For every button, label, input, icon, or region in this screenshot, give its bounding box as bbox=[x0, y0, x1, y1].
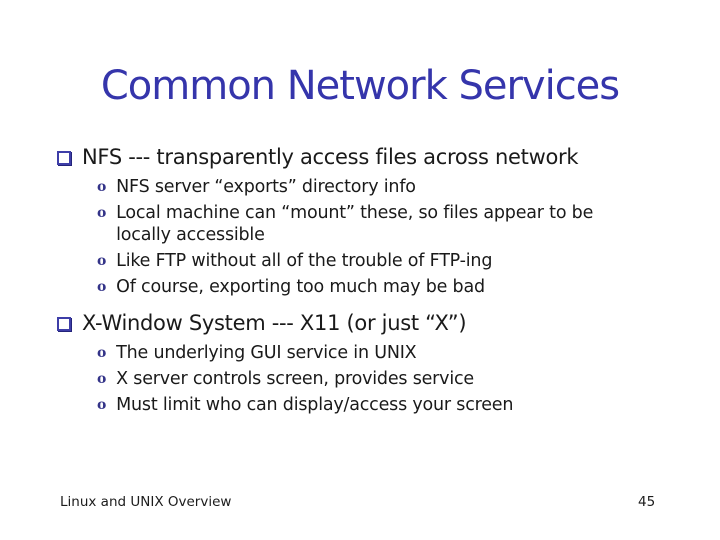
sub-bullet-text: X server controls screen, provides servi… bbox=[116, 369, 474, 389]
sub-bullet-item: o Must limit who can display/access your… bbox=[97, 394, 690, 416]
sub-bullet-text: NFS server “exports” directory info bbox=[116, 177, 416, 197]
slide-body: NFS --- transparently access files acros… bbox=[0, 144, 690, 416]
bullet-section-xwindow: X-Window System --- X11 (or just “X”) o … bbox=[0, 310, 690, 416]
o-bullet-icon: o bbox=[97, 179, 107, 195]
square-bullet-icon bbox=[57, 151, 71, 165]
sub-bullet-item: o NFS server “exports” directory info bbox=[97, 176, 690, 198]
bullet-item: NFS --- transparently access files acros… bbox=[57, 144, 690, 170]
sub-bullet-text: Local machine can “mount” these, so file… bbox=[116, 203, 594, 245]
sub-bullet-text: Must limit who can display/access your s… bbox=[116, 395, 514, 415]
slide-title: Common Network Services bbox=[100, 63, 620, 109]
o-bullet-icon: o bbox=[97, 253, 107, 269]
sub-bullet-text: Of course, exporting too much may be bad bbox=[116, 277, 485, 297]
sub-bullet-item: o X server controls screen, provides ser… bbox=[97, 368, 690, 390]
sub-bullet-item: o Of course, exporting too much may be b… bbox=[97, 276, 690, 298]
slide-page-number: 45 bbox=[638, 494, 656, 510]
bullet-section-nfs: NFS --- transparently access files acros… bbox=[0, 144, 690, 298]
bullet-text: NFS --- transparently access files acros… bbox=[82, 145, 579, 169]
bullet-item: X-Window System --- X11 (or just “X”) bbox=[57, 310, 690, 336]
sub-bullet-item: o The underlying GUI service in UNIX bbox=[97, 342, 690, 364]
sub-bullet-text: Like FTP without all of the trouble of F… bbox=[116, 251, 493, 271]
o-bullet-icon: o bbox=[97, 279, 107, 295]
o-bullet-icon: o bbox=[97, 345, 107, 361]
footer-title: Linux and UNIX Overview bbox=[60, 494, 232, 510]
o-bullet-icon: o bbox=[97, 371, 107, 387]
square-bullet-icon bbox=[57, 317, 71, 331]
sub-bullet-item: o Like FTP without all of the trouble of… bbox=[97, 250, 690, 272]
o-bullet-icon: o bbox=[97, 397, 107, 413]
sub-bullet-item: o Local machine can “mount” these, so fi… bbox=[97, 202, 690, 246]
sub-bullet-text: The underlying GUI service in UNIX bbox=[116, 343, 417, 363]
o-bullet-icon: o bbox=[97, 205, 107, 221]
bullet-text: X-Window System --- X11 (or just “X”) bbox=[82, 311, 467, 335]
